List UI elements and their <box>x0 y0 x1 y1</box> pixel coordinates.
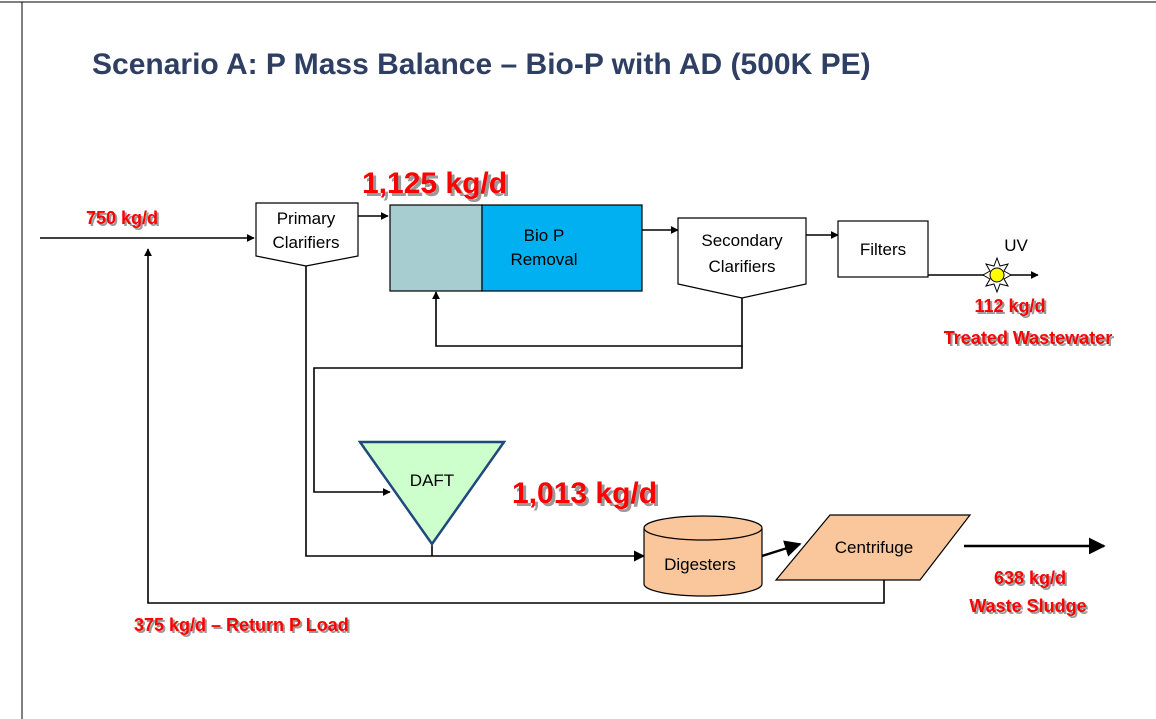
was-to-daft-line <box>313 346 743 496</box>
return-load: 375 kg/d – Return P Load 375 kg/d – Retu… <box>134 615 351 637</box>
digesters-label: Digesters <box>664 555 736 574</box>
secondary-clarifiers-label-2: Clarifiers <box>708 257 775 276</box>
bioreactor-load-label: 1,125 kg/d <box>362 167 507 200</box>
bio-p-label-1: Bio P <box>524 226 565 245</box>
bioreactor-load-shadow: 1,125 kg/d <box>365 170 510 203</box>
digester-feed-load: 1,013 kg/d 1,013 kg/d <box>512 477 660 513</box>
daft-label: DAFT <box>410 471 454 490</box>
ras-return-line <box>432 291 743 347</box>
uv-lamp-icon <box>981 256 1013 294</box>
centrifuge: Centrifuge <box>774 514 972 581</box>
primary-clarifiers-label-2: Clarifiers <box>272 233 339 252</box>
bio-p-zone <box>481 204 643 292</box>
influent-load-shadow: 750 kg/d <box>88 210 160 230</box>
secondary-clarifiers: Secondary Clarifiers <box>677 217 807 299</box>
primary-clarifiers: Primary Clarifiers <box>255 202 359 267</box>
treated-load: 112 kg/d 112 kg/d Treated Wastewater Tre… <box>944 296 1114 350</box>
digester-feed-load-label: 1,013 kg/d <box>512 477 657 510</box>
secondary-clarifiers-label-1: Secondary <box>701 231 783 250</box>
sludge-load-shadow: 638 kg/d <box>996 570 1068 590</box>
sludge-load: 638 kg/d 638 kg/d Waste Sludge Waste Slu… <box>969 568 1088 618</box>
uv-unit: UV <box>981 236 1028 294</box>
waste-sludge-label: Waste Sludge <box>969 596 1086 616</box>
influent-load-label: 750 kg/d <box>86 208 158 228</box>
uv-label: UV <box>1004 236 1028 255</box>
sludge-load-label: 638 kg/d <box>994 568 1066 588</box>
anoxic-zone <box>389 204 483 292</box>
slide-title: Scenario A: P Mass Balance – Bio-P with … <box>92 48 871 81</box>
waste-sludge-shadow: Waste Sludge <box>971 598 1088 618</box>
digesters-to-centrifuge-line <box>761 540 802 558</box>
return-p-line <box>144 248 885 604</box>
return-load-label: 375 kg/d – Return P Load <box>134 615 349 635</box>
bioreactor-load: 1,125 kg/d 1,125 kg/d <box>362 167 510 203</box>
treated-load-label: 112 kg/d <box>974 296 1045 316</box>
digesters: Digesters <box>643 515 763 597</box>
primary-sludge-line <box>305 266 646 562</box>
digester-feed-load-shadow: 1,013 kg/d <box>515 480 660 513</box>
treated-wastewater-shadow: Treated Wastewater <box>946 330 1114 350</box>
bio-p-label-2: Removal <box>510 250 577 269</box>
treated-load-shadow: 112 kg/d <box>976 298 1047 318</box>
treated-wastewater-label: Treated Wastewater <box>944 328 1112 348</box>
influent-load: 750 kg/d 750 kg/d <box>86 208 160 230</box>
centrifuge-label: Centrifuge <box>835 538 913 557</box>
filters: Filters <box>837 220 929 278</box>
daft: DAFT <box>357 440 507 547</box>
bioreactor: Bio P Removal <box>389 204 643 292</box>
filters-label: Filters <box>860 240 906 259</box>
return-load-shadow: 375 kg/d – Return P Load <box>136 617 351 637</box>
primary-clarifiers-label-1: Primary <box>277 209 336 228</box>
